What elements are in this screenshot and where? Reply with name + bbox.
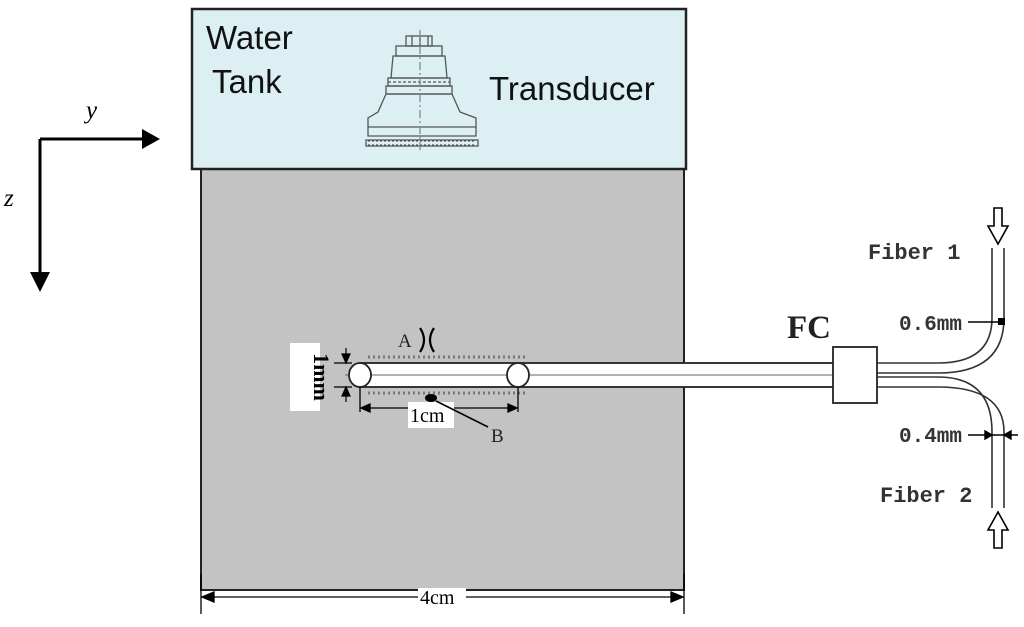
point-b-leader [435, 400, 489, 428]
fiber-tube [345, 362, 835, 388]
transducer-icon [365, 30, 479, 150]
y-axis-label: y [83, 97, 98, 124]
coordinate-axes [30, 129, 160, 292]
water-tank-label-line2: Tank [212, 63, 282, 100]
point-a-label: A [398, 331, 412, 352]
fiber2-label: Fiber 2 [880, 484, 972, 509]
fiber1-diameter-label: 0.6mm [899, 314, 962, 337]
z-axis-label: z [3, 185, 14, 212]
fiber2-diameter-pointer [968, 429, 1018, 441]
transducer-label: Transducer [489, 70, 655, 107]
fiber-branches [877, 248, 1005, 508]
fiber2-input-arrow [986, 510, 1010, 549]
fiber-end-left [348, 362, 372, 388]
phantom-width-label-bg [418, 588, 466, 606]
fiber-end-right [506, 362, 530, 388]
fiber-coupler-label: FC [787, 310, 831, 346]
tube-diameter-label: 1mm [309, 353, 334, 401]
point-a-arcs [419, 327, 435, 353]
sensor-spacing-label: 1cm [410, 405, 445, 427]
fiber1-diameter-marker [998, 318, 1005, 325]
point-b-label: B [491, 426, 504, 447]
water-tank-label-line1: Water [206, 19, 293, 56]
fiber1-input-arrow [986, 207, 1010, 246]
tube-diameter-dimension [334, 348, 352, 402]
tube-diameter-label-bg [290, 343, 320, 411]
water-tank [190, 7, 688, 171]
phantom-width-label: 4cm [420, 587, 455, 609]
fiber2-diameter-label: 0.4mm [899, 426, 962, 449]
fiber-coupler-box [832, 346, 878, 404]
fiber1-label: Fiber 1 [868, 241, 960, 266]
point-b-dot [425, 394, 437, 402]
